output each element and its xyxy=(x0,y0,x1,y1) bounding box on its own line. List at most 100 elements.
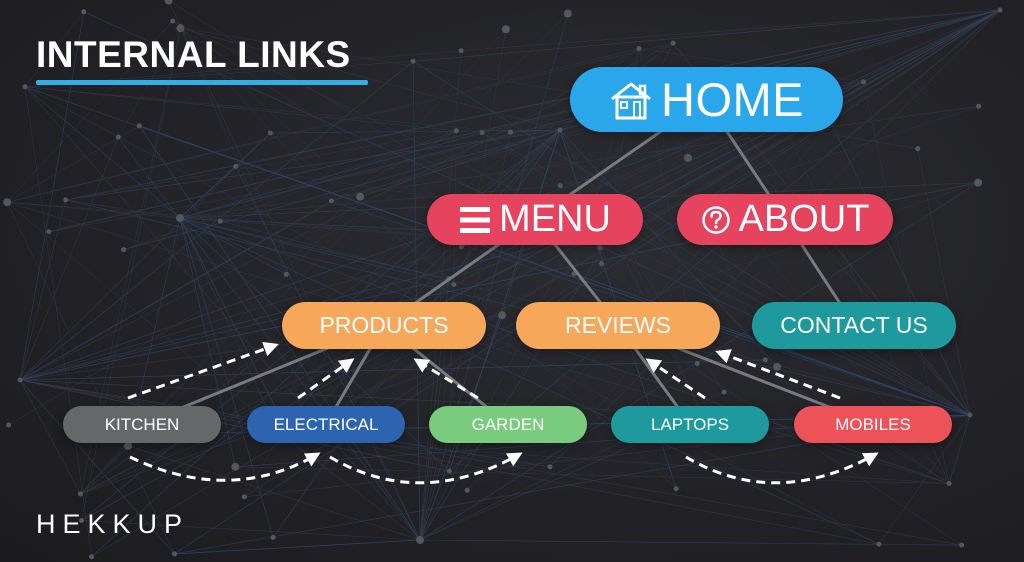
contact-us-node: CONTACT US xyxy=(752,302,956,349)
network-node xyxy=(89,554,95,560)
internal-link-arrow-laptops-reviews xyxy=(645,358,706,400)
network-line xyxy=(270,132,449,279)
network-line xyxy=(80,445,129,495)
network-node xyxy=(557,127,563,133)
network-line xyxy=(24,86,971,416)
network-line xyxy=(19,11,85,381)
network-line xyxy=(180,27,962,546)
network-node xyxy=(22,84,28,90)
internal-link-arrow-kitchen-electrical xyxy=(129,452,321,482)
kitchen-node: KITCHEN xyxy=(63,406,221,443)
network-node xyxy=(233,163,239,169)
network-line xyxy=(419,539,962,546)
network-line xyxy=(19,379,703,415)
network-node xyxy=(328,198,334,204)
network-line xyxy=(7,42,674,203)
network-node xyxy=(46,229,52,235)
network-line xyxy=(118,136,421,541)
network-node xyxy=(976,103,982,109)
network-node xyxy=(410,58,416,64)
network-line xyxy=(179,217,287,275)
network-node xyxy=(453,128,459,134)
internal-link-arrow-garden-products xyxy=(413,358,479,400)
internal-link-arrow-mobiles-reviews xyxy=(715,349,841,400)
network-line xyxy=(179,132,271,219)
house-icon xyxy=(609,80,653,120)
network-line xyxy=(24,86,92,557)
network-node xyxy=(17,377,23,383)
menu-node: MENU xyxy=(427,194,643,245)
network-line xyxy=(19,379,175,555)
garden-node: GARDEN xyxy=(429,406,587,443)
network-line xyxy=(549,81,864,468)
network-line xyxy=(291,438,950,484)
network-line xyxy=(24,86,421,541)
network-node xyxy=(673,486,679,492)
hamburger-menu-icon xyxy=(459,205,491,235)
network-node xyxy=(231,462,240,471)
menu-label: MENU xyxy=(499,198,611,240)
laptops-label: LAPTOPS xyxy=(650,414,730,434)
network-line xyxy=(19,379,450,472)
network-line xyxy=(19,132,271,381)
network-node xyxy=(773,362,782,371)
network-line xyxy=(180,27,332,202)
internal-link-arrows xyxy=(127,341,879,485)
network-line xyxy=(220,130,457,222)
electrical-node: ELECTRICAL xyxy=(247,406,405,443)
network-line xyxy=(6,20,173,203)
contact-us-label: CONTACT US xyxy=(780,312,928,338)
network-node xyxy=(557,183,563,189)
network-line xyxy=(19,137,119,381)
network-line xyxy=(419,225,618,541)
network-line xyxy=(139,125,421,541)
network-line xyxy=(179,217,278,431)
about-node: ABOUT xyxy=(677,194,893,245)
products-label: PRODUCTS xyxy=(319,312,449,338)
network-line xyxy=(413,9,1001,62)
network-line xyxy=(91,9,1001,557)
network-node xyxy=(599,261,605,267)
network-node xyxy=(683,153,692,162)
network-line xyxy=(461,9,1001,51)
internal-link-arrow-electrical-products xyxy=(297,358,355,400)
network-node xyxy=(636,46,642,52)
network-line xyxy=(7,48,640,203)
network-node xyxy=(501,25,510,34)
network-line xyxy=(180,27,561,131)
internal-link-arrow-laptops-mobiles xyxy=(685,452,879,485)
network-line xyxy=(65,199,971,416)
network-node xyxy=(6,422,12,428)
network-node xyxy=(762,357,768,363)
network-line xyxy=(419,13,569,541)
network-node xyxy=(77,491,83,497)
network-line xyxy=(81,520,421,541)
network-node xyxy=(459,244,465,250)
network-node xyxy=(79,518,85,524)
network-node xyxy=(915,146,921,152)
title-underline xyxy=(36,80,368,85)
products-node: PRODUCTS xyxy=(282,302,486,349)
network-node xyxy=(63,197,69,203)
garden-label: GARDEN xyxy=(471,414,545,434)
network-line xyxy=(179,217,454,285)
network-node xyxy=(670,40,676,46)
network-node xyxy=(876,541,882,547)
network-line xyxy=(510,129,561,133)
internal-link-arrow-electrical-garden xyxy=(329,452,523,485)
network-line xyxy=(235,466,950,484)
network-line xyxy=(19,61,414,381)
network-line xyxy=(168,0,421,541)
network-node xyxy=(416,536,424,544)
network-line xyxy=(180,28,287,275)
network-node xyxy=(81,9,87,15)
network-line xyxy=(19,359,766,381)
network-line xyxy=(948,414,971,484)
reviews-label: REVIEWS xyxy=(564,312,672,338)
about-label: ABOUT xyxy=(738,198,870,240)
home-node: HOME xyxy=(570,67,843,132)
network-line xyxy=(65,130,457,201)
electrical-label: ELECTRICAL xyxy=(273,414,379,434)
network-node xyxy=(498,311,507,320)
